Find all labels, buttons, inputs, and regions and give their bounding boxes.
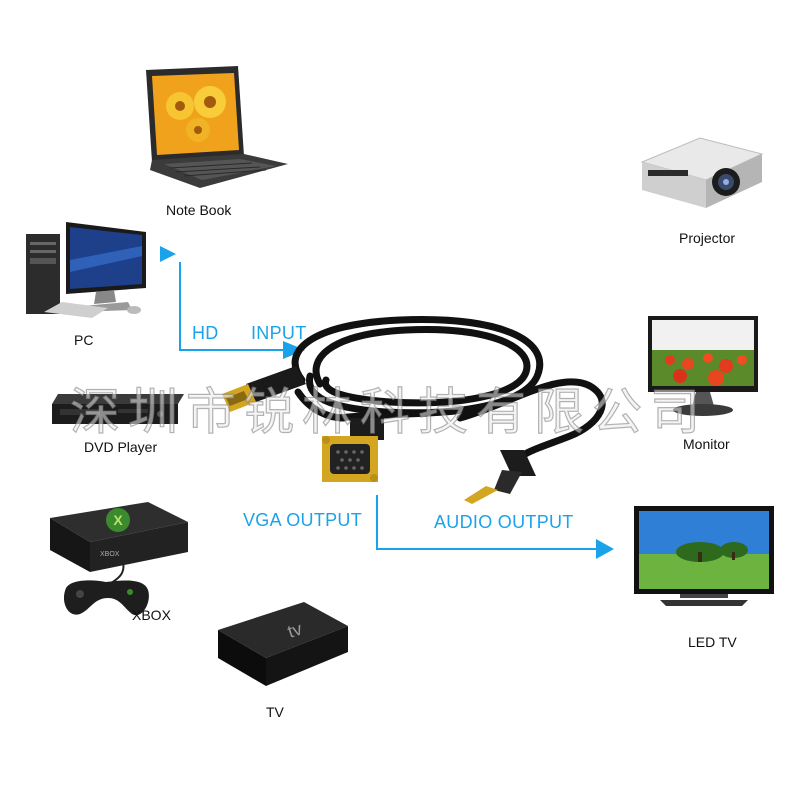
hdmi-connector bbox=[222, 366, 306, 412]
projector-label: Projector bbox=[679, 230, 736, 246]
led-tv-icon bbox=[634, 506, 774, 606]
dvd-player-icon bbox=[52, 394, 184, 424]
dvd-player-label: DVD Player bbox=[84, 439, 158, 455]
vga-output-label: VGA OUTPUT bbox=[243, 510, 363, 530]
tv-box-icon: tv bbox=[218, 602, 348, 686]
audio-jack-connector bbox=[464, 450, 536, 504]
led-tv-label: LED TV bbox=[688, 634, 737, 650]
projector-icon bbox=[640, 137, 764, 208]
hd-label: HD bbox=[192, 323, 219, 343]
vga-connector bbox=[322, 418, 384, 482]
notebook-icon bbox=[146, 66, 288, 188]
x-logo-icon: X bbox=[113, 512, 123, 528]
input-arrow bbox=[179, 262, 290, 351]
monitor-label: Monitor bbox=[683, 436, 730, 452]
pc-icon bbox=[26, 222, 146, 318]
output-arrow bbox=[376, 495, 596, 550]
pc-output-arrowhead bbox=[160, 246, 176, 262]
input-arrowhead bbox=[283, 341, 305, 359]
pc-label: PC bbox=[74, 332, 94, 348]
tv-label: TV bbox=[266, 704, 284, 720]
xbox-label: XBOX bbox=[132, 607, 171, 623]
monitor-icon bbox=[648, 316, 758, 416]
tv-box-logo: tv bbox=[285, 618, 305, 641]
output-arrowhead bbox=[596, 539, 614, 559]
xbox-icon: X XBOX bbox=[50, 502, 188, 616]
audio-output-label: AUDIO OUTPUT bbox=[434, 512, 574, 532]
xbox-device-label: XBOX bbox=[100, 551, 120, 558]
hdmi-vga-audio-cable-icon bbox=[222, 316, 606, 504]
input-label: INPUT bbox=[251, 323, 307, 343]
notebook-label: Note Book bbox=[166, 202, 232, 218]
